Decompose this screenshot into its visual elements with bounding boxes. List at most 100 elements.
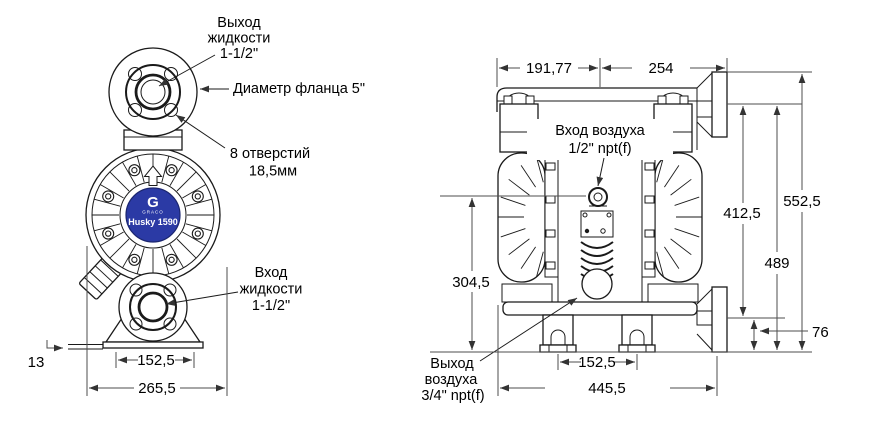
fluid-outlet-label: жидкости xyxy=(208,31,271,47)
fin-line xyxy=(109,171,130,192)
dim-13: 13 xyxy=(28,354,45,371)
body-bolt xyxy=(191,227,204,240)
body-bolt xyxy=(165,164,178,177)
front-view: G GRACO Husky 1590 xyxy=(28,15,365,397)
fin-line xyxy=(185,198,213,207)
fin-line xyxy=(122,161,137,186)
body-bolt xyxy=(131,256,138,263)
flange-bolt-hole xyxy=(163,283,177,297)
front-dimensions: 13 152,5 265,5 xyxy=(28,246,228,397)
fin-line xyxy=(185,223,213,232)
fin-line xyxy=(508,238,530,256)
side-top-flange xyxy=(696,71,728,138)
side-pump-body xyxy=(496,71,728,353)
fin-line xyxy=(520,165,536,188)
fin-line xyxy=(176,238,197,259)
fin-line xyxy=(169,161,184,186)
side-lower-block-left xyxy=(501,283,553,303)
graco-logo-icon: G xyxy=(147,194,159,211)
body-bolt xyxy=(168,256,175,263)
fin-line xyxy=(136,247,145,275)
fluid-inlet-label: жидкости xyxy=(240,282,303,298)
side-muffler xyxy=(580,241,614,300)
dim-outlet-to-ground: 489 xyxy=(764,255,789,272)
front-body-bolts xyxy=(102,164,204,266)
bolt xyxy=(545,261,556,270)
fin-line xyxy=(136,155,145,183)
fluid-outlet-label: Выход xyxy=(217,15,261,31)
bolt xyxy=(545,195,556,204)
flange-bolt-hole xyxy=(163,317,177,331)
fluid-inlet-label: Вход xyxy=(255,265,288,281)
side-right-foot xyxy=(618,314,656,353)
fin-line xyxy=(93,198,121,207)
body-bolt xyxy=(194,193,201,200)
flange-bolt-hole xyxy=(128,67,142,81)
fin-line xyxy=(99,231,124,246)
fluid-outlet-label: 1-1/2" xyxy=(220,46,258,62)
air-inlet-label: Вход воздуха xyxy=(555,123,645,139)
bolt xyxy=(503,95,513,105)
dim-left-section: 191,77 xyxy=(526,60,572,77)
side-right-bolt-strip xyxy=(641,157,656,278)
up-arrow-icon xyxy=(143,165,163,186)
fin-line xyxy=(664,246,680,269)
bolt-holes-label: 18,5мм xyxy=(249,164,297,180)
dim-right-section: 254 xyxy=(648,60,673,77)
side-right-chamber-fins xyxy=(656,156,702,278)
body-bolt xyxy=(105,230,112,237)
dim-flange-to-ground: 76 xyxy=(812,324,829,341)
fin-line xyxy=(169,244,184,269)
bolt xyxy=(545,162,556,171)
fin-line xyxy=(670,178,692,196)
side-right-chamber xyxy=(654,152,703,283)
fin-line xyxy=(670,238,692,256)
side-left-chamber-fins xyxy=(498,156,544,278)
fin-line xyxy=(508,178,530,196)
badge-brand: GRACO xyxy=(142,210,164,215)
dim-foot-spacing: 152,5 xyxy=(578,354,616,371)
fin-line xyxy=(93,223,121,232)
air-exhaust-label: 3/4" npt(f) xyxy=(421,388,484,404)
side-air-inlet-port xyxy=(588,187,608,207)
fin-line xyxy=(656,251,664,278)
dim-13-leader xyxy=(46,340,50,349)
fin-line xyxy=(674,228,700,238)
side-bottom-flange xyxy=(696,286,728,353)
body-bolt xyxy=(128,164,141,177)
badge-model: Husky 1590 xyxy=(128,217,178,227)
flange-bolt-hole xyxy=(128,103,142,117)
fluid-inlet-label: 1-1/2" xyxy=(252,298,290,314)
body-bolt xyxy=(128,253,141,266)
side-left-chamber xyxy=(497,152,546,283)
air-exhaust-label: Выход xyxy=(430,356,474,372)
side-callouts: Вход воздуха 1/2" npt(f) Выход воздуха 3… xyxy=(421,119,673,404)
fin-line xyxy=(500,228,526,238)
fin-line xyxy=(674,196,700,206)
body-bolt xyxy=(131,167,138,174)
side-base-rail xyxy=(502,301,698,316)
front-pump-body: G GRACO Husky 1590 xyxy=(68,47,221,350)
flange-bolt-hole xyxy=(129,317,143,331)
front-foot-base xyxy=(102,341,204,349)
dim-foot-width: 152,5 xyxy=(137,352,175,369)
flange-bolt-hole xyxy=(129,283,143,297)
bolt xyxy=(545,229,556,238)
dim-side-overall-width: 445,5 xyxy=(588,380,626,397)
body-bolt xyxy=(168,167,175,174)
fin-line xyxy=(122,244,137,269)
fin-line xyxy=(99,184,124,199)
air-inlet-label-box xyxy=(527,119,673,160)
side-view: Вход воздуха 1/2" npt(f) Выход воздуха 3… xyxy=(421,58,829,404)
fin-line xyxy=(176,171,197,192)
body-bolt xyxy=(191,190,204,203)
front-clamp-fins xyxy=(92,154,214,276)
air-inlet-leader xyxy=(596,157,605,187)
body-bolt xyxy=(102,190,115,203)
dim-overall-height: 552,5 xyxy=(783,193,821,210)
fin-line xyxy=(664,165,680,188)
bolt-holes-label: 8 отверстий xyxy=(230,146,310,162)
fin-line xyxy=(536,251,544,278)
bolt xyxy=(644,195,655,204)
